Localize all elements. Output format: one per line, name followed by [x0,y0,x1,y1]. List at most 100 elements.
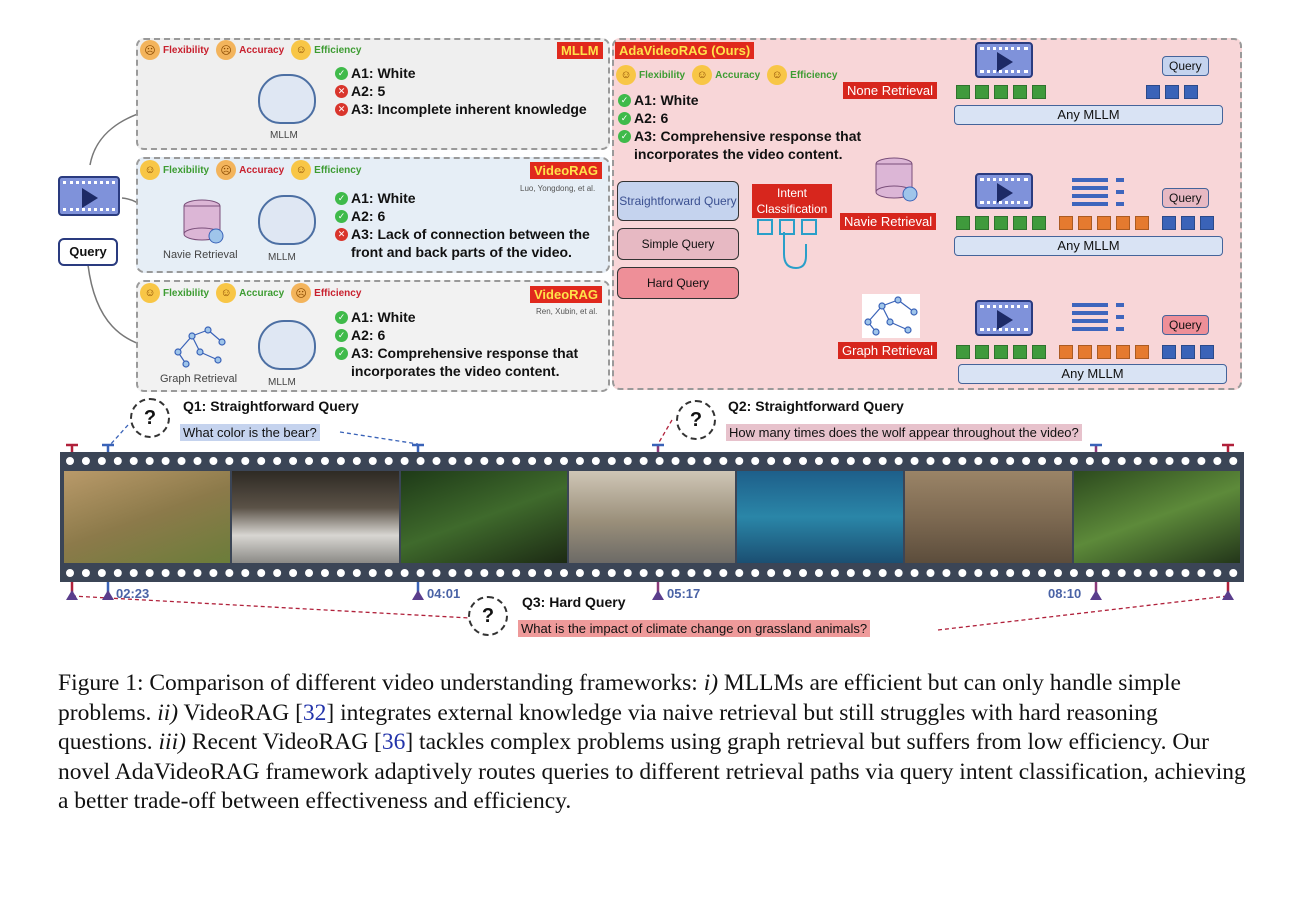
route-3-query-tag: Query [1162,315,1209,335]
caption-t5: ] tackles complex problems using graph r… [58,729,1246,814]
cross-icon: ✕ [335,227,348,241]
rating-efficiency: Efficiency [314,287,362,299]
answer-3: A3: Comprehensive response that [634,128,862,144]
sad-face-icon: ☹ [216,40,237,60]
intent-classification-label: Intent Classification [752,184,832,218]
route-3-any-mllm: Any MLLM [958,364,1227,384]
answer-3: A3: Incomplete inherent knowledge [351,101,587,117]
frame-ocean-bird [737,471,904,563]
answer-2: A2: 6 [351,327,386,343]
brain-icon [258,320,316,370]
happy-face-icon: ☺ [767,65,788,85]
rating-flexibility: Flexibility [639,69,686,81]
token-square [1078,345,1092,359]
check-icon: ✓ [618,129,631,143]
token-square [956,85,970,99]
answer-1: A1: White [351,309,416,325]
rating-accuracy: Accuracy [239,44,285,56]
happy-face-icon: ☺ [291,160,312,180]
caption-prefix: Figure 1: Comparison of different video … [58,670,704,696]
sad-face-icon: ☹ [140,40,160,60]
graph-cite: Ren, Xubin, et al. [536,307,598,316]
hand-click-icon [757,219,817,270]
text-chunks-icon [1072,303,1126,343]
route-1-any-mllm: Any MLLM [954,105,1223,125]
token-square [1032,85,1046,99]
token-square [975,216,989,230]
graph-retrieval-label: Graph Retrieval [160,373,238,385]
token-square [994,85,1008,99]
brain-icon [258,195,316,245]
frame-bear [232,471,399,563]
rating-flexibility: Flexibility [163,44,210,56]
rating-flexibility: Flexibility [163,287,210,299]
token-square [956,216,970,230]
question-mark-icon: ? [130,398,170,438]
mllm-answers: ✓A1: White ✕A2: 5 ✕A3: Incomplete inhere… [335,64,587,118]
rating-efficiency: Efficiency [314,44,362,56]
answer-2: A2: 5 [351,83,386,99]
caption-t1: MLLMs are efficient but can only handle … [58,670,1181,726]
caption-t4: Recent VideoRAG [ [185,729,382,755]
token-square [975,85,989,99]
video-icon [975,42,1033,78]
citation-link-36[interactable]: 36 [381,729,406,755]
naive-retrieval-route-label: Navie Retrieval [840,213,937,230]
token-square [1078,216,1092,230]
question-mark-icon: ? [468,596,508,636]
token-square [1146,85,1160,99]
text-chunks-icon [1072,178,1126,218]
graph-retrieval-route-label: Graph Retrieval [838,342,938,359]
answer-3-continued: front and back parts of the video. [351,244,572,260]
answer-3-continued: incorporates the video content. [634,146,843,162]
brain-label: MLLM [268,252,296,263]
caption-iii: iii) [158,729,186,755]
graph-icon [862,294,920,338]
check-icon: ✓ [618,93,631,107]
token-square [1032,345,1046,359]
naive-answers: ✓A1: White ✓A2: 6 ✕A3: Lack of connectio… [335,189,590,261]
token-square [1200,345,1214,359]
ours-ratings: ☺Flexibility ☺Accuracy ☺Efficiency [616,65,837,85]
token-square [975,345,989,359]
happy-face-icon: ☺ [140,283,160,303]
q2-heading: Q2: Straightforward Query [728,398,904,414]
check-icon: ✓ [335,310,348,324]
rating-efficiency: Efficiency [790,69,838,81]
graph-answers: ✓A1: White ✓A2: 6 ✓A3: Comprehensive res… [335,308,578,380]
answer-1: A1: White [351,190,416,206]
token-square [956,345,970,359]
caption-i: i) [703,670,719,696]
happy-face-icon: ☺ [216,283,237,303]
happy-face-icon: ☺ [140,160,160,180]
timestamp-2: 04:01 [427,586,461,601]
token-square [1181,216,1195,230]
graph-ratings: ☺Flexibility ☺Accuracy ☹Efficiency [140,283,361,303]
input-query-box: Query [58,238,118,266]
database-icon [875,157,918,202]
none-retrieval-label: None Retrieval [843,82,937,99]
token-square [1200,216,1214,230]
happy-face-icon: ☺ [616,65,636,85]
caption-ii: ii) [157,699,179,726]
ours-answers: ✓A1: White ✓A2: 6 ✓A3: Comprehensive res… [618,91,861,163]
frame-musk-oxen [905,471,1072,563]
token-square [1013,85,1027,99]
citation-link-32[interactable]: 32 [302,699,327,726]
route-2-any-mllm: Any MLLM [954,236,1223,256]
straightforward-query-box: Straightforward Query [617,181,739,221]
token-square [994,216,1008,230]
rating-accuracy: Accuracy [239,164,285,176]
rating-accuracy: Accuracy [239,287,285,299]
sad-face-icon: ☹ [291,283,312,303]
answer-1: A1: White [351,65,416,81]
answer-2: A2: 6 [351,208,386,224]
naive-tag: VideoRAG [530,162,603,179]
check-icon: ✓ [335,66,348,80]
q3-text: What is the impact of climate change on … [518,620,871,637]
mllm-tag: MLLM [557,42,603,59]
ours-tag: AdaVideoRAG (Ours) [615,42,755,59]
answer-2: A2: 6 [634,110,669,126]
cross-icon: ✕ [335,84,348,98]
token-square [1162,216,1176,230]
